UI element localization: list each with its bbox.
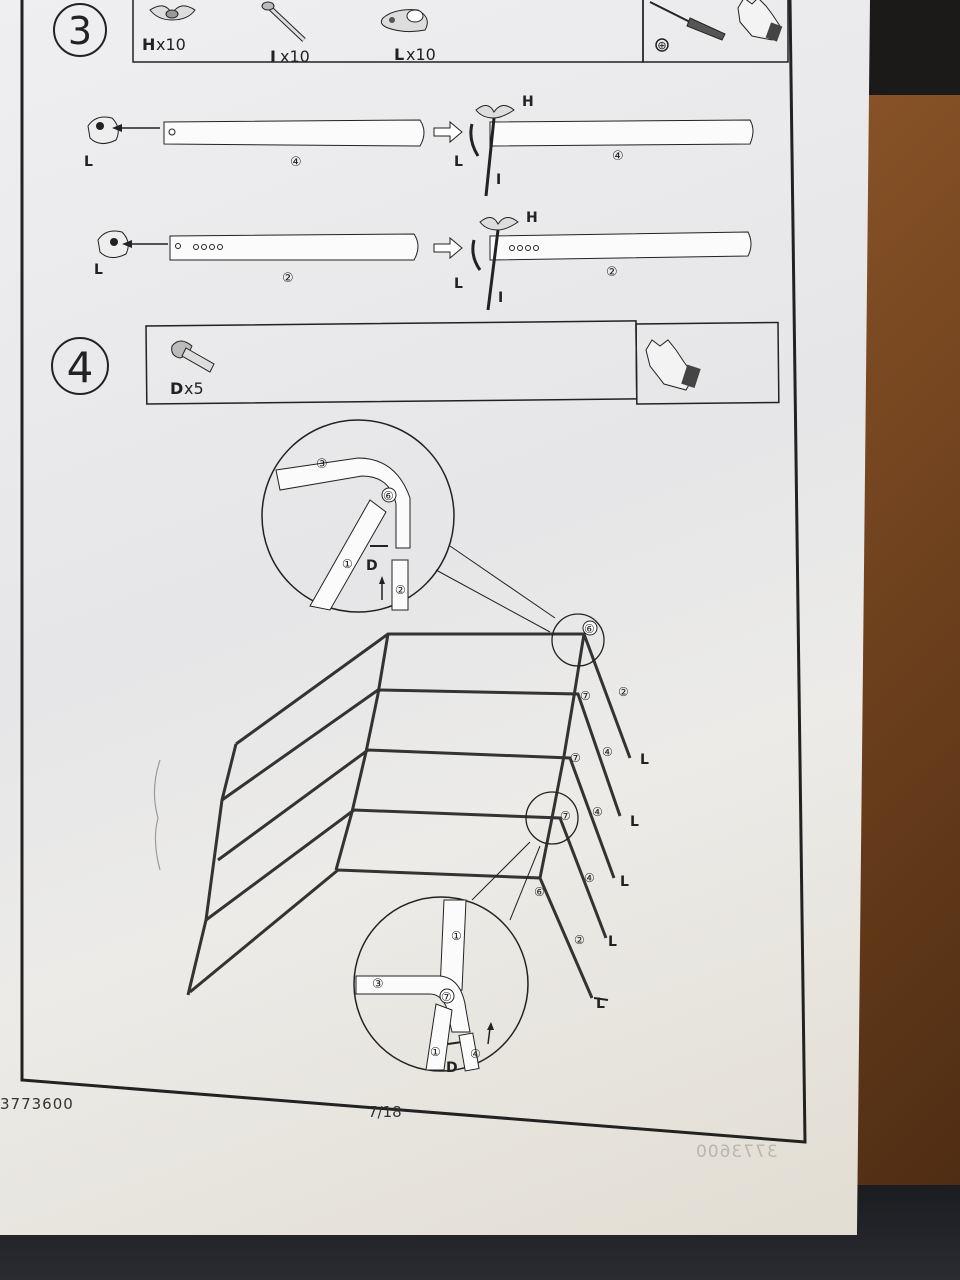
step-3-number: 3 [68, 9, 92, 53]
row2-label-l2: L [454, 276, 463, 292]
detail-bottom-label-3: ③ [372, 977, 384, 992]
part-l-qty: x10 [406, 45, 436, 64]
detail-top-label-1: ① [342, 557, 353, 571]
row2-label-h: H [526, 210, 538, 226]
bleed-through-text: 3773600 [695, 1142, 778, 1162]
callout-l-5: L [596, 996, 605, 1012]
glove-icon [645, 339, 701, 391]
detail-top-corner: ③ ⑥ ① D ② [261, 419, 556, 633]
detail-bottom-label-d: D [446, 1060, 458, 1076]
callout-4-a: ④ [602, 745, 613, 759]
phillips-screw-icon [655, 38, 669, 52]
row1-label-l: L [84, 154, 93, 170]
screwdriver-icon [649, 1, 726, 41]
frame-assembly-drawing [186, 632, 632, 999]
callout-4-b: ④ [592, 805, 603, 819]
page-border [20, 0, 807, 1144]
step-3-row-1: L ④ H L I ④ [84, 94, 754, 197]
row2-label-i: I [498, 290, 503, 306]
row2-label-l: L [94, 262, 103, 278]
part-d-qty: x5 [184, 379, 204, 398]
callout-2-top: ② [618, 685, 629, 699]
detail-bottom-label-1-top: ① [451, 929, 462, 943]
row1-label-l2: L [454, 154, 463, 170]
callout-l-2: L [630, 814, 639, 830]
row1-tube-number-2: ④ [612, 149, 624, 164]
frame-callouts: ⑥ ② L ⑦ ④ L ⑦ ④ L ⑦ ④ L ⑥ ② L [471, 613, 649, 1012]
detail-bottom-label-1-bottom: ① [430, 1045, 441, 1059]
step-3: 3 H x10 I x10 [53, 0, 789, 311]
glove-icon [737, 0, 783, 42]
step-4: 4 D x5 ③ ⑥ [51, 320, 780, 1076]
part-l-letter: L [394, 45, 404, 64]
part-h-qty: x10 [156, 35, 186, 54]
callout-4-c: ④ [584, 871, 595, 885]
screw-type-symbol: ⊕ [657, 39, 666, 52]
part-i-letter: I [270, 47, 276, 66]
callout-6-top: ⑥ [584, 622, 595, 636]
detail-top-label-2: ② [395, 583, 406, 597]
row1-label-i: I [496, 172, 501, 188]
callout-l-1: L [640, 752, 649, 768]
paper-crease [153, 759, 161, 871]
bracket-icon [380, 9, 428, 33]
row1-tube-number: ④ [290, 155, 302, 170]
detail-top-label-3: ③ [316, 457, 328, 472]
callout-7-b: ⑦ [570, 751, 581, 765]
detail-top-label-d: D [366, 558, 378, 574]
detail-bottom-label-7: ⑦ [441, 990, 452, 1004]
callout-2-mid: ② [574, 933, 585, 947]
step-3-badge [53, 3, 107, 57]
callout-7-a: ⑦ [580, 689, 591, 703]
callout-l-3: L [620, 874, 629, 890]
part-i-qty: x10 [280, 47, 310, 66]
page-number: 7/18 [368, 1103, 402, 1121]
step-3-row-2: L ② H L I ② [94, 210, 752, 311]
step-4-number: 4 [67, 343, 94, 392]
part-h-letter: H [142, 35, 155, 54]
thumb-screw-icon [171, 340, 215, 373]
callout-6-bottom: ⑥ [534, 885, 545, 899]
row2-tube-number: ② [282, 271, 294, 286]
instruction-sheet: 3 H x10 I x10 [0, 0, 870, 1235]
document-reference: 3773600 [0, 1095, 74, 1113]
part-d-letter: D [170, 379, 183, 398]
detail-bottom-corner: ① ③ ⑦ ① D ④ [353, 896, 529, 1076]
callout-7-c: ⑦ [560, 809, 571, 823]
step-3-parts-box: H x10 I x10 L x10 [132, 0, 789, 66]
step-4-parts-box: D x5 [145, 320, 780, 405]
detail-top-label-6: ⑥ [383, 489, 394, 503]
row2-tube-number-2: ② [606, 265, 618, 280]
row1-label-h: H [522, 94, 534, 110]
wing-nut-icon [149, 5, 196, 21]
detail-bottom-label-4: ④ [470, 1047, 481, 1061]
callout-l-4: L [608, 934, 617, 950]
monitor-corner [855, 0, 960, 95]
step-4-badge [51, 337, 109, 395]
instruction-drawing: 3 H x10 I x10 [20, 0, 807, 1144]
bolt-icon [261, 1, 306, 42]
